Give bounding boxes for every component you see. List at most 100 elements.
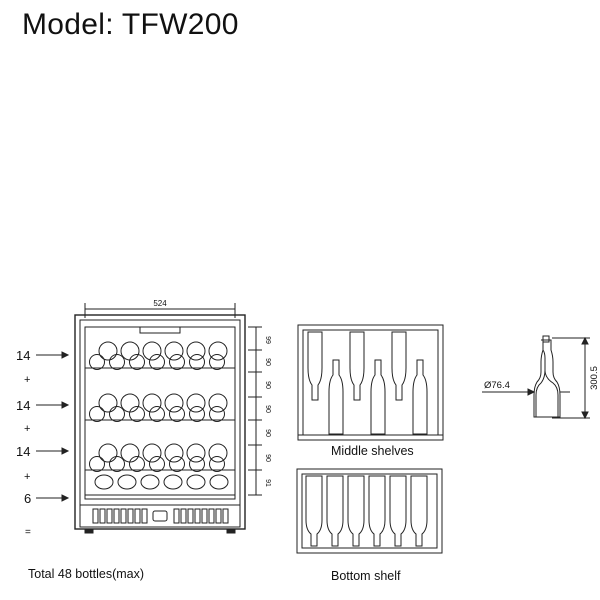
- bottle-circle: [109, 354, 125, 370]
- shelf-height-label: 90: [264, 454, 271, 462]
- shelf-bottle: [370, 359, 386, 435]
- middle-shelves-caption: Middle shelves: [331, 444, 414, 458]
- bottle-circle: [186, 341, 206, 361]
- equals-sign: =: [25, 527, 31, 538]
- shelf-height-label: 99: [264, 336, 271, 344]
- bottle-circle: [169, 354, 185, 370]
- bottom-shelf-caption: Bottom shelf: [331, 569, 401, 583]
- bottle-circle: [209, 354, 225, 370]
- bottle-height-label: 300.5: [589, 366, 600, 390]
- vent-slot: [215, 508, 222, 524]
- shelf-height-label: 90: [264, 429, 271, 437]
- bottle-circle: [164, 443, 184, 463]
- bottle-circle: [109, 456, 125, 472]
- vent-slot: [173, 508, 180, 524]
- shelf-height-label: 90: [264, 405, 271, 413]
- wine-cooler-front-view: [74, 314, 246, 534]
- shelf-height-label: 90: [264, 381, 271, 389]
- cabinet-width-label: 524: [153, 299, 167, 308]
- bottle-circle: [186, 443, 206, 463]
- bottle-circle: [209, 474, 229, 490]
- vent-slot: [187, 508, 194, 524]
- vent-slot: [180, 508, 187, 524]
- shelf-bottle: [326, 475, 344, 547]
- middle-shelf-drawing: [297, 324, 444, 441]
- bottle-circle: [149, 354, 165, 370]
- shelf-bottle: [391, 331, 407, 401]
- vent-slot: [92, 508, 99, 524]
- vent-slot: [106, 508, 113, 524]
- vent-slot: [208, 508, 215, 524]
- bottle-circle: [129, 406, 145, 422]
- bottle-circle: [169, 406, 185, 422]
- plus-sign: +: [24, 423, 30, 435]
- bottle-circle: [120, 393, 140, 413]
- bottle-circle: [189, 406, 205, 422]
- bottle-circle: [149, 406, 165, 422]
- vent-slot: [222, 508, 229, 524]
- bottle-circle: [140, 474, 160, 490]
- bottle-circle: [208, 443, 228, 463]
- bottle-circle: [142, 443, 162, 463]
- row-count-label: 14: [16, 348, 30, 363]
- row-arrows: [36, 351, 70, 502]
- plus-sign: +: [24, 471, 30, 483]
- bottle-circle: [209, 456, 225, 472]
- bottle-diameter-label: Ø76.4: [484, 380, 510, 391]
- bottle-circle: [120, 341, 140, 361]
- row-count-labels: 14 + 14 + 14 + 6 =: [16, 348, 31, 538]
- vent-slot: [201, 508, 208, 524]
- bottle-circle: [89, 354, 105, 370]
- vent-slot: [127, 508, 134, 524]
- shelf-height-label: 90: [264, 358, 271, 366]
- vent-slot: [120, 508, 127, 524]
- bottle-circle: [129, 354, 145, 370]
- bottle-circle: [98, 393, 118, 413]
- vent-slot: [113, 508, 120, 524]
- plus-sign: +: [24, 374, 30, 386]
- bottle-circle: [186, 393, 206, 413]
- bottle-circle: [209, 406, 225, 422]
- vent-grille: [92, 508, 229, 524]
- bottle-circle: [163, 474, 183, 490]
- shelf-bottle: [307, 331, 323, 401]
- bottle-circle: [89, 406, 105, 422]
- bottle-circle: [129, 456, 145, 472]
- bottle-circle: [164, 341, 184, 361]
- shelf-height-labels: 99 90 90 90 90 90 91: [264, 336, 271, 487]
- bottle-circle: [89, 456, 105, 472]
- bottle-circle: [164, 393, 184, 413]
- shelf-bottle: [389, 475, 407, 547]
- bottle-circle: [117, 474, 137, 490]
- shelf-bottle: [368, 475, 386, 547]
- bottle-circle: [208, 341, 228, 361]
- total-bottles-caption: Total 48 bottles(max): [28, 567, 145, 581]
- bottle-circle: [120, 443, 140, 463]
- bottle-circle: [189, 456, 205, 472]
- bottle-circle: [142, 341, 162, 361]
- row-count-label: 6: [24, 491, 31, 506]
- vent-slot: [141, 508, 148, 524]
- bottle-circle: [149, 456, 165, 472]
- shelf-bottle: [328, 359, 344, 435]
- vent-slot: [194, 508, 201, 524]
- width-dimension: [84, 303, 236, 318]
- shelf-bottle: [412, 359, 428, 435]
- bottle-rows: [89, 341, 229, 490]
- model-title: Model: TFW200: [22, 8, 239, 41]
- shelf-bottle: [347, 475, 365, 547]
- bottle-circle: [186, 474, 206, 490]
- shelf-bottle: [410, 475, 428, 547]
- bottle-circle: [94, 474, 114, 490]
- row-count-label: 14: [16, 444, 30, 459]
- shelf-height-dimensions: [248, 326, 262, 496]
- vent-slot: [99, 508, 106, 524]
- shelf-bottle: [305, 475, 323, 547]
- shelf-height-label: 91: [264, 479, 271, 487]
- row-count-label: 14: [16, 398, 30, 413]
- bottle-circle: [98, 341, 118, 361]
- bottle-circle: [98, 443, 118, 463]
- bottle-circle: [208, 393, 228, 413]
- bottle-dimension-drawing: [482, 335, 590, 420]
